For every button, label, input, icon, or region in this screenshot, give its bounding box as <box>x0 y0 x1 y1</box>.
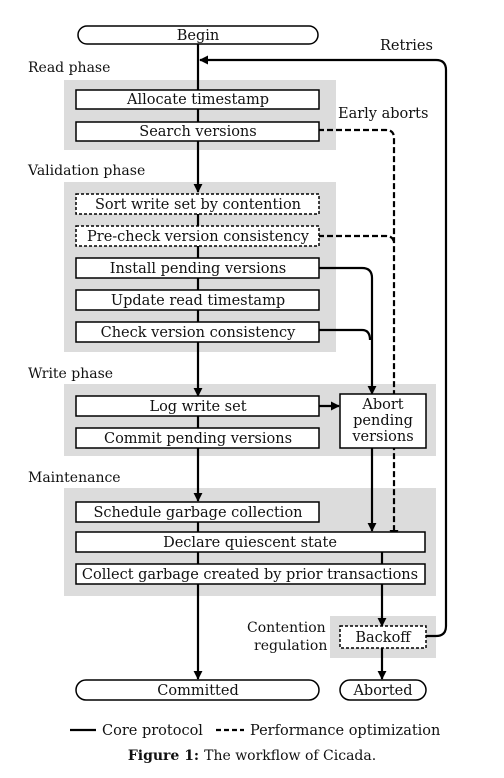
search-versions-label: Search versions <box>139 124 256 140</box>
check-consistency-box <box>75 321 320 343</box>
abort-arrow-install <box>318 266 377 395</box>
early-abort-arrow-precheck <box>318 234 396 245</box>
aborted-label: Aborted <box>352 683 412 699</box>
abort-pending-box <box>339 393 427 449</box>
backoff-label: Backoff <box>355 630 412 646</box>
sort-write-set-box <box>75 193 320 215</box>
legend-core-label: Core protocol <box>102 723 203 739</box>
update-read-ts-label: Update read timestamp <box>111 293 285 309</box>
aborted-node <box>339 679 427 701</box>
legend-perf-label: Performance optimization <box>250 723 440 739</box>
search-versions-box <box>75 121 320 142</box>
abort-pending-label-3: versions <box>351 429 413 445</box>
early-abort-arrow-search <box>318 128 399 539</box>
section-label-regulation: regulation <box>254 638 327 654</box>
section-label-write: Write phase <box>28 366 113 382</box>
allocate-timestamp-label: Allocate timestamp <box>126 92 269 108</box>
section-label-maintenance: Maintenance <box>28 470 121 486</box>
check-consistency-label: Check version consistency <box>101 325 297 341</box>
schedule-gc-label: Schedule garbage collection <box>93 505 302 521</box>
backoff-box <box>339 625 427 649</box>
log-write-set-box <box>75 395 320 417</box>
sort-write-set-label: Sort write set by contention <box>95 197 301 213</box>
section-label-contention: Contention <box>247 620 326 636</box>
commit-pending-box <box>75 427 320 449</box>
abort-arrow-check <box>318 328 372 341</box>
pre-check-label: Pre-check version consistency <box>87 229 310 245</box>
committed-label: Committed <box>157 683 238 699</box>
abort-pending-label-1: Abort <box>361 397 403 413</box>
abort-pending-label-2: pending <box>353 413 413 429</box>
install-pending-box <box>75 257 320 279</box>
update-read-ts-box <box>75 289 320 311</box>
install-pending-label: Install pending versions <box>110 261 287 277</box>
begin-label: Begin <box>177 28 220 44</box>
retries-arrow <box>199 55 448 638</box>
declare-quiescent-label: Declare quiescent state <box>163 535 337 551</box>
committed-node <box>75 679 320 701</box>
collect-garbage-box <box>75 563 426 585</box>
figure-caption: Figure 1: The workflow of Cicada. <box>128 748 376 764</box>
section-label-validation: Validation phase <box>27 163 145 179</box>
begin-node <box>77 25 319 45</box>
section-label-read: Read phase <box>28 60 110 76</box>
retries-label: Retries <box>380 38 433 54</box>
caption-text: The workflow of Cicada. <box>204 748 376 764</box>
pre-check-box <box>75 225 320 247</box>
commit-pending-label: Commit pending versions <box>104 431 292 447</box>
allocate-timestamp-box <box>75 89 320 110</box>
log-write-set-label: Log write set <box>149 399 246 415</box>
declare-quiescent-box <box>75 531 426 553</box>
schedule-gc-box <box>75 501 320 523</box>
early-aborts-label: Early aborts <box>338 106 428 122</box>
caption-label: Figure 1: <box>128 748 199 764</box>
collect-garbage-label: Collect garbage created by prior transac… <box>82 567 418 583</box>
